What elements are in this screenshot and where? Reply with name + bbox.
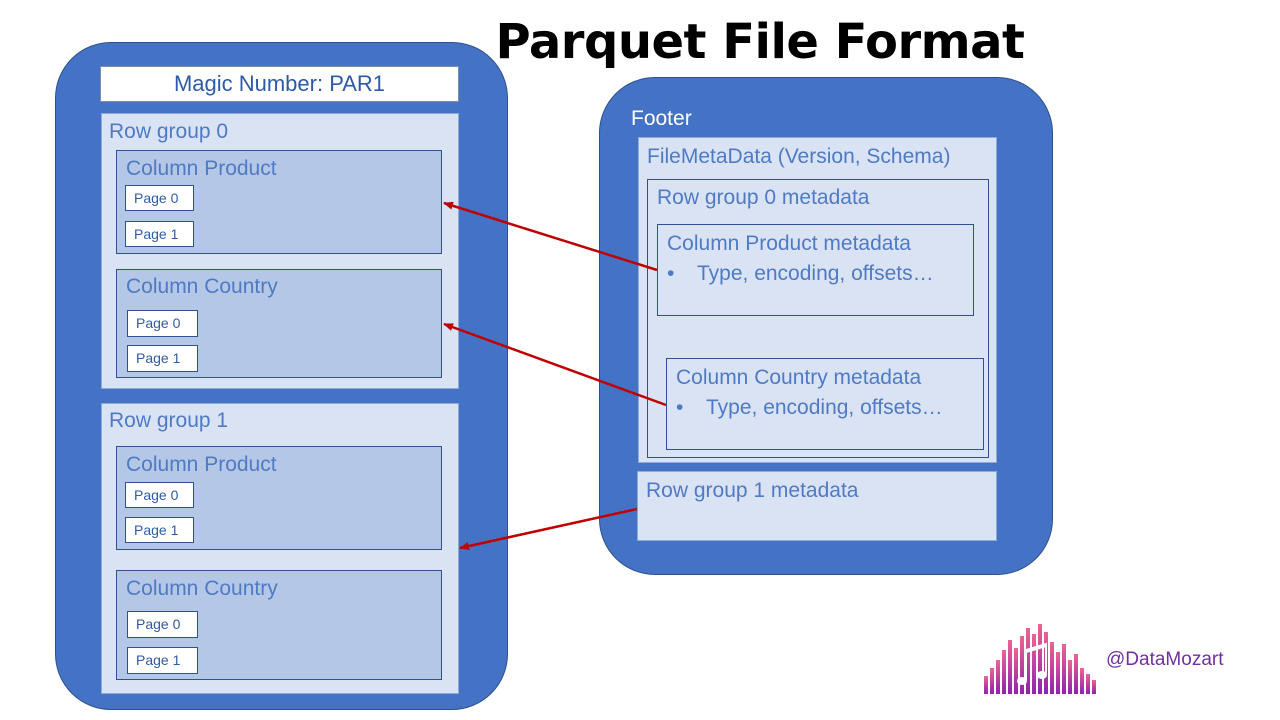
page-1-box: Page 1: [127, 345, 198, 372]
row-group-1-metadata-label: Row group 1 metadata: [646, 479, 859, 502]
column-country-label: Column Country: [126, 275, 278, 298]
column-product-label: Column Product: [126, 157, 277, 180]
page-title: Parquet File Format: [495, 14, 1026, 70]
bullet-icon: •: [667, 262, 675, 285]
arrow-row-group-1-metadata-to-row-group-1: [459, 507, 638, 550]
column-country-label: Column Country: [126, 577, 278, 600]
page-1-box: Page 1: [127, 647, 198, 674]
page-0-box: Page 0: [127, 310, 198, 337]
file-metadata-label: FileMetaData (Version, Schema): [647, 145, 951, 168]
page-0-box: Page 0: [125, 185, 194, 211]
row-group-1-metadata-box: [637, 471, 997, 541]
column-country-metadata-box: [666, 358, 984, 450]
column-product-metadata-box: [657, 224, 974, 316]
column-country-metadata-details: Type, encoding, offsets…: [706, 396, 943, 419]
footer-label: Footer: [631, 107, 692, 130]
bullet-icon: •: [676, 396, 684, 419]
column-country-metadata-bullet: • Type, encoding, offsets…: [676, 395, 943, 421]
page-0-box: Page 0: [127, 611, 198, 638]
row-group-0-label: Row group 0: [109, 120, 229, 143]
row-group-0-metadata-label: Row group 0 metadata: [657, 186, 870, 209]
column-product-label: Column Product: [126, 453, 277, 476]
author-handle: @DataMozart: [1106, 649, 1224, 670]
column-product-metadata-label: Column Product metadata: [667, 232, 911, 255]
column-country-metadata-label: Column Country metadata: [676, 366, 922, 389]
magic-number-box: Magic Number: PAR1: [100, 66, 459, 102]
page-0-box: Page 0: [125, 482, 194, 508]
column-product-metadata-details: Type, encoding, offsets…: [697, 262, 934, 285]
row-group-1-label: Row group 1: [109, 409, 229, 432]
page-1-box: Page 1: [125, 221, 194, 247]
page-1-box: Page 1: [125, 517, 194, 543]
column-product-metadata-bullet: • Type, encoding, offsets…: [667, 261, 934, 287]
arrow-country-metadata-to-row-group-0-country: [443, 322, 667, 407]
arrow-product-metadata-to-row-group-0-product: [443, 201, 658, 272]
